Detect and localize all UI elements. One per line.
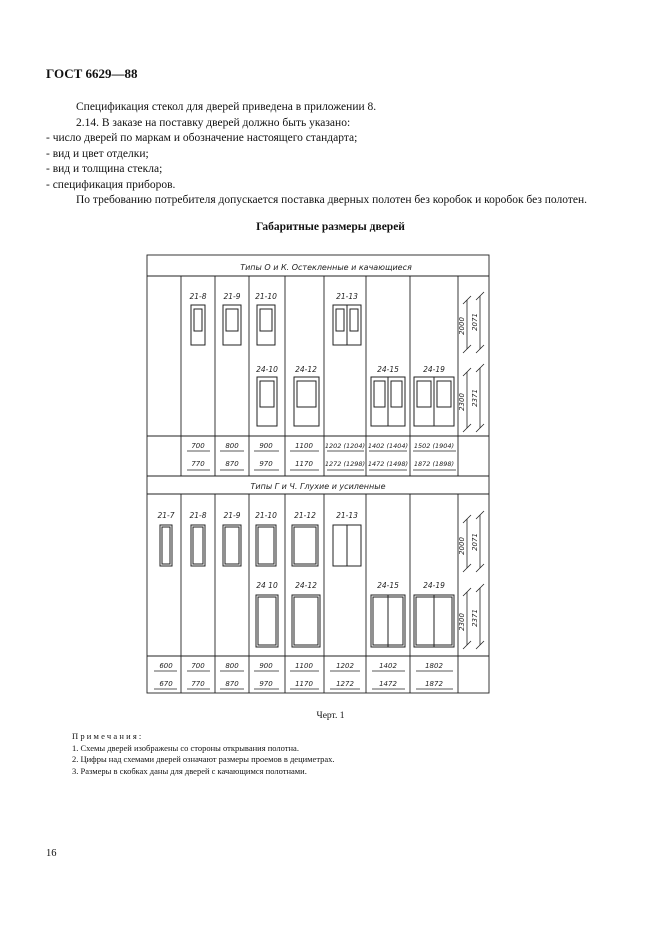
door-24-10 [255,594,279,648]
width-label: 1170 [295,460,313,468]
note-item: 3. Размеры в скобках даны для дверей с к… [72,765,307,776]
dimension-label: 2071 [471,533,479,551]
drawing-frame [146,254,490,694]
width-label: 800 [225,662,239,670]
list-item: - спецификация приборов. [46,178,176,191]
width-label: 1872 [425,680,443,688]
note-item: 2. Цифры над схемами дверей означают раз… [72,754,335,764]
width-label: 970 [259,460,273,468]
width-label: 800 [225,442,239,450]
dimension-label: 2000 [458,537,466,555]
door-label: 21-12 [294,511,316,520]
width-label: 1472 [379,680,397,688]
dimension-label: 2000 [458,317,466,335]
dimension-label: 2371 [471,609,479,627]
paragraph: Спецификация стекол для дверей приведена… [76,101,377,113]
door-21-7 [159,524,173,567]
width-label: 1202 [336,662,354,670]
dimension-label: 2071 [471,313,479,331]
section-title: Габаритные размеры дверей [256,221,405,233]
width-label: 1502 (1904) [414,442,454,450]
width-label: 970 [259,680,273,688]
dimension-label: 2371 [471,389,479,407]
body-text: Спецификация стекол для дверей приведена… [46,100,616,209]
door-21-9 [222,304,242,346]
width-label: 1170 [295,680,313,688]
bottom-band-heading: Типы Г и Ч. Глухие и усиленные [251,482,386,491]
standard-code-header: ГОСТ 6629—88 [46,66,138,81]
door-label: 24-15 [377,365,399,374]
door-21-10 [255,524,277,567]
list-item: - вид и цвет отделки; [46,147,149,160]
width-label: 1272 (1298) [325,460,365,468]
figure-caption: Черт. 1 [316,711,345,721]
notes-block: Примечания: 1. Схемы дверей изображены с… [72,731,335,777]
width-label: 1472 (1498) [368,460,408,468]
paragraph: 2.14. В заказе на поставку дверей должно… [76,116,351,129]
door-label: 21-13 [336,511,358,520]
door-label: 24-15 [377,581,399,590]
dimension-label: 2300 [458,613,466,631]
width-label: 700 [191,442,205,450]
door-label: 24-12 [295,365,317,374]
width-label: 600 [159,662,173,670]
door-label: 21-10 [255,292,277,301]
note-item: 1. Схемы дверей изображены со стороны от… [72,742,299,753]
door-21-10 [256,304,276,346]
width-label: 870 [225,680,239,688]
width-label: 900 [259,442,273,450]
door-label: 24-19 [423,581,445,590]
door-label: 21-10 [255,511,277,520]
width-label: 1402 (1404) [368,442,408,450]
door-label: 24-19 [423,365,445,374]
door-label: 21-13 [336,292,358,301]
door-label: 21-8 [189,292,206,301]
width-label: 1272 [336,680,354,688]
width-label: 700 [191,662,205,670]
door-21-12 [291,524,319,567]
door-24-10 [256,376,278,427]
width-label: 1100 [295,662,313,670]
width-label: 1402 [379,662,397,670]
width-label: 1100 [295,442,313,450]
width-label: 870 [225,460,239,468]
top-band-heading: Типы О и К. Остекленные и качающиеся [240,263,412,272]
width-label: 1802 [425,662,443,670]
notes-heading: Примечания: [72,731,144,741]
width-label: 900 [259,662,273,670]
door-label: 21-7 [157,511,174,520]
width-label: 670 [159,680,173,688]
page-number: 16 [46,848,57,859]
door-21-8 [190,524,206,567]
door-label: 24 10 [256,581,278,590]
door-label: 21-8 [189,511,206,520]
door-24-12 [291,594,321,648]
width-label: 1872 (1898) [414,460,454,468]
door-label: 21-9 [223,292,240,301]
door-label: 24-10 [256,365,278,374]
door-label: 24-12 [295,581,317,590]
dimension-label: 2300 [458,393,466,411]
width-label: 770 [191,680,205,688]
list-item: - вид и толщина стекла; [46,163,163,175]
paragraph: По требованию потребителя допускается по… [76,194,588,206]
door-21-9 [222,524,242,567]
width-label: 770 [191,460,205,468]
door-21-8 [190,304,206,346]
width-label: 1202 (1204) [325,442,365,450]
list-item: - число дверей по маркам и обозначение н… [46,132,358,144]
door-label: 21-9 [223,511,240,520]
door-24-12 [293,376,320,427]
